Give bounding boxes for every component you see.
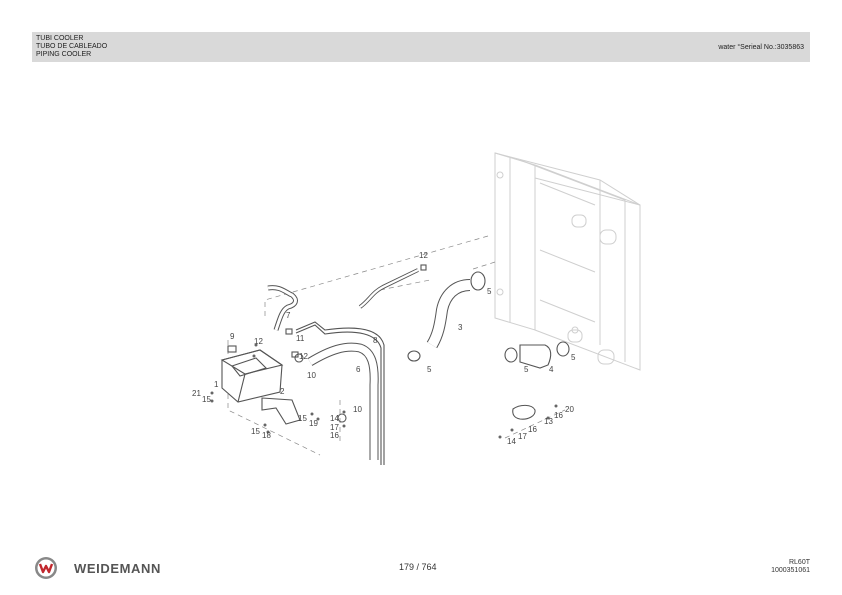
callout-16: 16 xyxy=(330,431,339,440)
callout-4: 4 xyxy=(549,365,554,374)
callout-12: 12 xyxy=(299,352,308,361)
callout-17: 17 xyxy=(518,432,527,441)
callout-13: 13 xyxy=(544,417,553,426)
callout-11: 11 xyxy=(296,334,305,343)
title-line-es: TUBO DE CABLEADO xyxy=(36,43,108,50)
callout-7: 7 xyxy=(286,311,291,320)
document-number: 1000351061 xyxy=(771,567,810,574)
callout-2: 2 xyxy=(280,387,285,396)
callout-20: 20 xyxy=(565,405,574,414)
callout-10: 10 xyxy=(353,405,362,414)
callout-1: 1 xyxy=(214,380,219,389)
callout-12: 12 xyxy=(254,337,263,346)
callout-17: 17 xyxy=(330,423,339,432)
callout-16: 16 xyxy=(528,425,537,434)
page-title: TUBI COOLER TUBO DE CABLEADO PIPING COOL… xyxy=(36,35,107,59)
callout-9: 9 xyxy=(230,332,235,341)
header-bar: TUBI COOLER TUBO DE CABLEADO PIPING COOL… xyxy=(32,32,810,62)
callout-3: 3 xyxy=(458,323,463,332)
weidemann-logo-icon xyxy=(35,557,57,579)
serial-number: water °Serieal No.:3035863 xyxy=(718,44,804,51)
title-line-it: TUBI COOLER xyxy=(36,35,84,42)
callout-18: 18 xyxy=(262,431,271,440)
model-name: RL60T xyxy=(788,559,810,566)
title-line-en: PIPING COOLER xyxy=(36,51,92,58)
page-number: 179 / 764 xyxy=(399,562,437,572)
fasteners xyxy=(210,343,558,439)
assembly-lines xyxy=(227,235,566,456)
callout-10: 10 xyxy=(307,371,316,380)
callout-15: 15 xyxy=(251,427,260,436)
callout-16: 16 xyxy=(554,411,563,420)
callout-5: 5 xyxy=(524,365,529,374)
callout-5: 5 xyxy=(427,365,432,374)
parts xyxy=(220,264,570,465)
brand-name: WEIDEMANN xyxy=(74,561,162,576)
callout-12: 12 xyxy=(419,251,428,260)
callout-15: 15 xyxy=(202,395,211,404)
callout-19: 19 xyxy=(309,419,318,428)
callout-14: 14 xyxy=(507,437,516,446)
callout-8: 8 xyxy=(373,336,378,345)
callout-labels: 12 5 3 7 11 8 9 12 12 10 6 5 5 4 5 1 21 … xyxy=(192,251,576,446)
callout-14: 14 xyxy=(330,414,339,423)
callout-15: 15 xyxy=(298,414,307,423)
callout-5: 5 xyxy=(571,353,576,362)
callout-5: 5 xyxy=(487,287,492,296)
callout-6: 6 xyxy=(356,365,361,374)
radiator-outline xyxy=(494,152,641,371)
callout-21: 21 xyxy=(192,389,201,398)
model-info: RL60T 1000351061 xyxy=(771,559,810,575)
